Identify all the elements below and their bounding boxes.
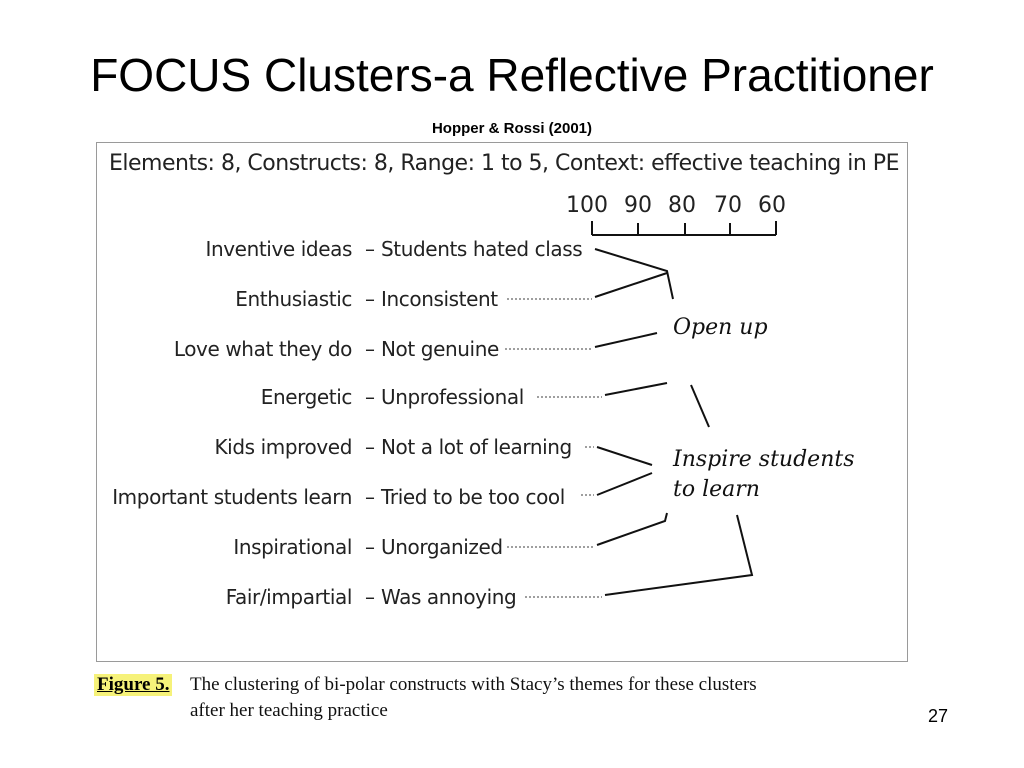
construct-right: Not a lot of learning bbox=[381, 435, 572, 459]
construct-left: Fair/impartial bbox=[225, 585, 353, 609]
construct-right: Unprofessional bbox=[381, 385, 524, 409]
theme-open-up: Open up bbox=[673, 315, 768, 340]
construct-left: Energetic bbox=[260, 385, 353, 409]
construct-right: Unorganized bbox=[381, 535, 503, 559]
construct-left: Enthusiastic bbox=[235, 287, 352, 311]
slide-title: FOCUS Clusters-a Reflective Practitioner bbox=[90, 49, 934, 101]
construct-dash: – bbox=[365, 337, 375, 361]
theme-inspire-line2: to learn bbox=[673, 477, 760, 502]
construct-right: Inconsistent bbox=[381, 287, 498, 311]
page-number: 27 bbox=[928, 706, 949, 726]
slide-subtitle: Hopper & Rossi (2001) bbox=[431, 120, 593, 137]
cluster-tree bbox=[505, 221, 777, 598]
construct-left: Kids improved bbox=[214, 435, 352, 459]
figure-label: Figure 5. bbox=[94, 674, 173, 696]
cluster-branch bbox=[594, 332, 658, 348]
construct-left: Inspirational bbox=[233, 535, 352, 559]
construct-dash: – bbox=[365, 435, 375, 459]
construct-left: Love what they do bbox=[173, 337, 353, 361]
caption-line-1: The clustering of bi-polar constructs wi… bbox=[190, 674, 757, 695]
cluster-branch bbox=[594, 272, 668, 298]
construct-right: Not genuine bbox=[381, 337, 499, 361]
construct-right: Tried to be too cool bbox=[381, 485, 565, 509]
construct-right: Was annoying bbox=[381, 585, 517, 609]
construct-dash: – bbox=[365, 287, 375, 311]
cluster-branch bbox=[604, 382, 668, 396]
scale-tick-100: 100 bbox=[566, 193, 608, 218]
scale-tick-80: 80 bbox=[668, 193, 696, 218]
cluster-branch bbox=[594, 248, 674, 300]
construct-left: Inventive ideas bbox=[205, 237, 352, 261]
figure-box: Elements: 8, Constructs: 8, Range: 1 to … bbox=[96, 142, 908, 662]
scale-tick-90: 90 bbox=[624, 193, 652, 218]
cluster-branch bbox=[690, 384, 710, 428]
construct-dash: – bbox=[365, 585, 375, 609]
cluster-branch bbox=[596, 446, 653, 466]
scale-tick-70: 70 bbox=[714, 193, 742, 218]
cluster-branch bbox=[604, 514, 754, 596]
construct-dash: – bbox=[365, 385, 375, 409]
construct-right: Students hated class bbox=[381, 237, 583, 261]
figure-header: Elements: 8, Constructs: 8, Range: 1 to … bbox=[109, 151, 899, 176]
cluster-branch bbox=[596, 512, 668, 546]
construct-dash: – bbox=[365, 535, 375, 559]
construct-dash: – bbox=[365, 237, 375, 261]
construct-dash: – bbox=[365, 485, 375, 509]
caption-line-2: after her teaching practice bbox=[190, 700, 388, 721]
theme-inspire-line1: Inspire students bbox=[673, 447, 855, 472]
cluster-branch bbox=[596, 472, 653, 496]
figure-caption: Figure 5. The clustering of bi-polar con… bbox=[86, 670, 916, 728]
scale-tick-60: 60 bbox=[758, 193, 786, 218]
construct-left: Important students learn bbox=[112, 485, 352, 509]
